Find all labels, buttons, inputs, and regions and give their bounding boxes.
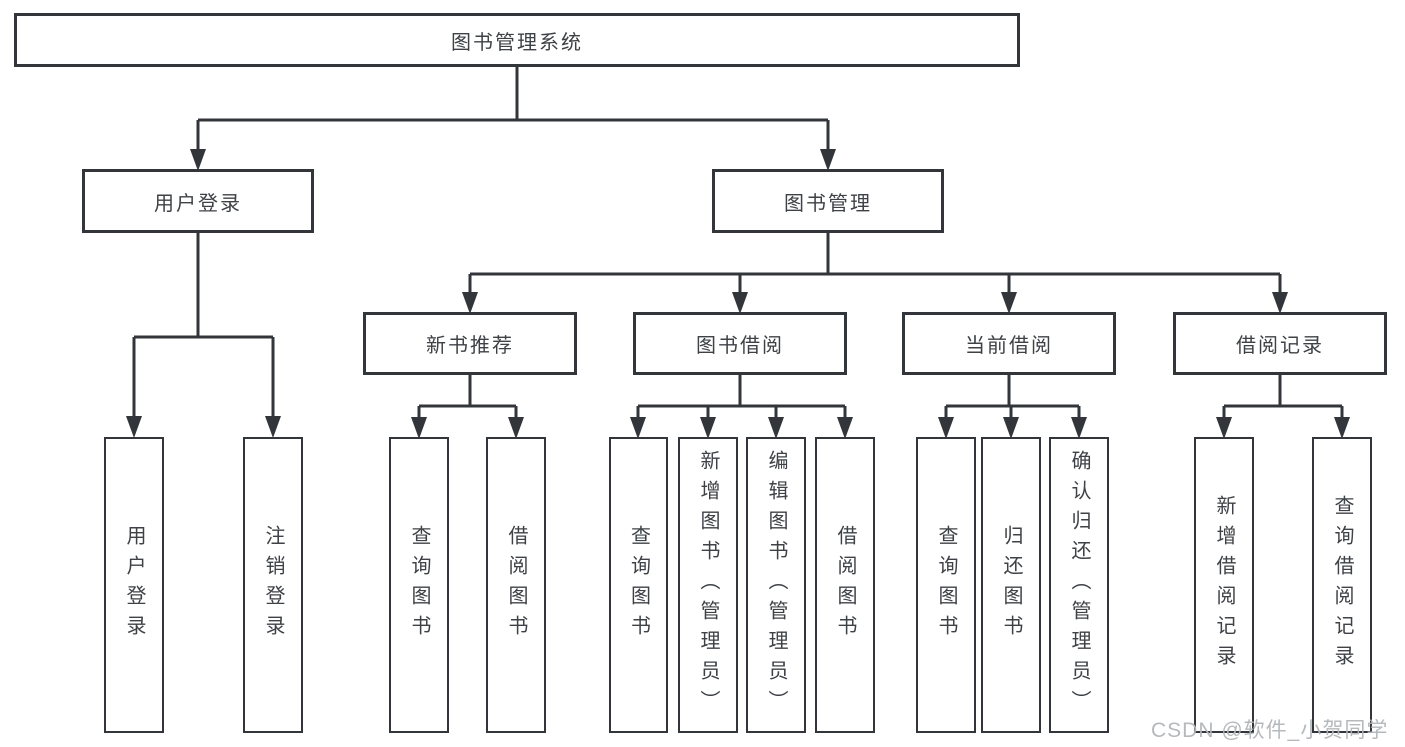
connector-bookmgmt-to-level3	[468, 233, 1282, 293]
connector-borrow-to-leaves	[636, 375, 847, 417]
leaf-query-borrow-record-label: 查询借阅记录	[1331, 495, 1353, 675]
leaf-recommend-query-books-label: 查询图书	[408, 525, 430, 645]
arrowhead	[126, 416, 142, 438]
arrowhead	[630, 417, 646, 439]
leaf-recommend-query-books: 查询图书	[389, 437, 449, 733]
leaf-recommend-borrow-books-label: 借阅图书	[505, 525, 527, 645]
arrowhead	[938, 417, 954, 439]
leaf-logout-label: 注销登录	[262, 525, 284, 645]
arrowhead	[1003, 417, 1019, 439]
arrowhead	[411, 417, 427, 439]
leaf-current-query-books: 查询图书	[916, 437, 976, 733]
connector-records-to-leaves	[1222, 375, 1344, 417]
leaf-borrowing-query-books-label: 查询图书	[627, 525, 650, 645]
leaf-confirm-return-admin-label: 确认归还（管理员）	[1068, 450, 1090, 720]
connector-userlogin-to-children	[132, 233, 275, 416]
csdn-watermark: CSDN @软件_小贺同学	[1151, 719, 1389, 742]
leaf-edit-books-admin: 编辑图书（管理员）	[746, 437, 806, 733]
leaf-recommend-borrow-books: 借阅图书	[486, 437, 546, 733]
arrowhead	[1334, 417, 1350, 439]
node-new-book-recommend: 新书推荐	[363, 312, 577, 375]
node-book-management-system: 图书管理系统	[14, 13, 1020, 67]
leaf-add-borrow-record: 新增借阅记录	[1194, 437, 1254, 733]
leaf-borrowing-borrow-books: 借阅图书	[815, 437, 875, 733]
leaf-add-books-admin: 新增图书（管理员）	[678, 437, 738, 733]
leaf-confirm-return-admin: 确认归还（管理员）	[1049, 437, 1109, 733]
leaf-borrowing-borrow-books-label: 借阅图书	[834, 525, 856, 645]
leaf-logout: 注销登录	[243, 437, 303, 733]
arrowhead	[1272, 292, 1288, 314]
leaf-borrowing-query-books: 查询图书	[609, 437, 668, 733]
arrowhead	[508, 417, 524, 439]
leaf-return-books-label: 归还图书	[1000, 525, 1022, 645]
leaf-return-books: 归还图书	[981, 437, 1041, 733]
arrowhead	[732, 292, 748, 314]
leaf-user-login: 用户登录	[104, 437, 164, 733]
connector-newbook-to-leaves	[417, 375, 518, 417]
node-book-borrowing: 图书借阅	[633, 312, 847, 375]
leaf-add-books-admin-label: 新增图书（管理员）	[697, 450, 719, 720]
arrowhead	[1001, 292, 1017, 314]
leaf-add-borrow-record-label: 新增借阅记录	[1213, 495, 1235, 675]
arrowhead	[265, 416, 281, 438]
leaf-current-query-books-label: 查询图书	[935, 525, 957, 645]
arrowhead	[700, 417, 716, 439]
node-book-management-branch: 图书管理	[712, 169, 944, 233]
arrowhead	[462, 292, 478, 314]
leaf-edit-books-admin-label: 编辑图书（管理员）	[765, 450, 787, 720]
leaf-user-login-label: 用户登录	[123, 525, 145, 645]
arrowhead	[1216, 417, 1232, 439]
connector-root-to-level2	[196, 67, 830, 149]
arrowhead	[820, 149, 836, 171]
arrowhead	[768, 417, 784, 439]
leaf-query-borrow-record: 查询借阅记录	[1312, 437, 1372, 733]
node-borrowing-records: 借阅记录	[1173, 312, 1387, 375]
node-current-borrowing: 当前借阅	[902, 312, 1116, 375]
arrowhead	[190, 149, 206, 171]
arrowhead	[837, 417, 853, 439]
arrowhead	[1071, 417, 1087, 439]
node-user-login-branch: 用户登录	[82, 169, 314, 233]
connector-current-to-leaves	[944, 375, 1081, 417]
